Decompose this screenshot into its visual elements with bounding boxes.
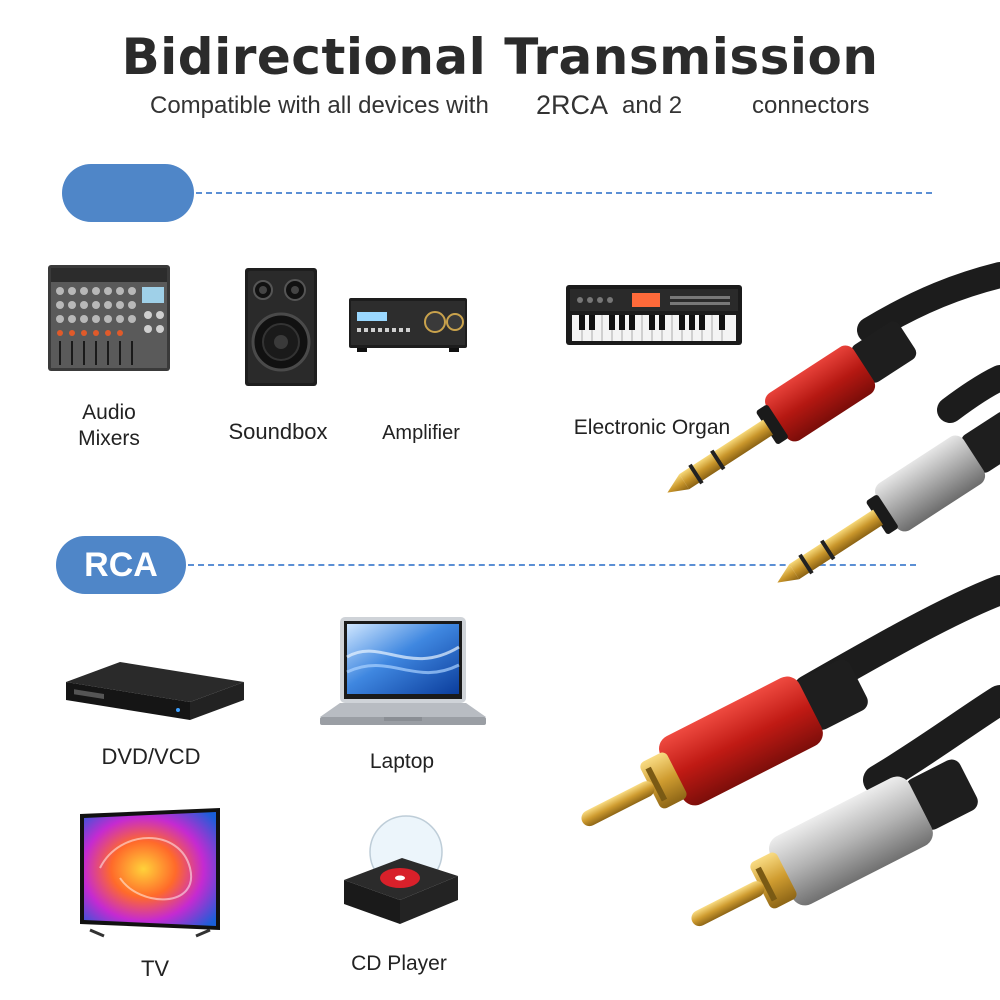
page-title: Bidirectional Transmission (121, 28, 879, 86)
keyboard-icon (566, 285, 742, 345)
device-label-cd-player: CD Player (351, 952, 447, 975)
audio-mixer-icon (48, 265, 170, 371)
device-label-line: Audio (82, 401, 136, 424)
subtitle-and: and 2 (622, 92, 683, 119)
jack-cable-icon (667, 262, 1000, 583)
dvd-player-icon (66, 662, 244, 720)
cd-player-icon (344, 815, 458, 924)
section-pill-jack (62, 164, 194, 222)
subtitle-prefix: Compatible with all devices with (150, 92, 489, 119)
soundbox-icon (245, 268, 317, 386)
device-label-laptop: Laptop (369, 750, 435, 773)
device-label-amplifier: Amplifier (382, 422, 460, 444)
section-divider-rca (188, 564, 916, 566)
device-label-soundbox: Soundbox (228, 419, 328, 444)
laptop-icon (320, 617, 486, 725)
device-label-electronic-organ: Electronic Organ (573, 416, 731, 439)
amplifier-icon (349, 298, 467, 352)
device-label-tv: TV (140, 956, 170, 981)
device-label-line: Mixers (78, 427, 140, 450)
subtitle-suffix: connectors (752, 92, 870, 119)
subtitle-rca: 2RCA (536, 90, 609, 120)
rca-cable-icon (581, 575, 1000, 927)
device-label-audio-mixers: Audio Mixers (60, 400, 158, 452)
section-pill-rca: RCA (56, 536, 186, 594)
tv-icon (80, 808, 220, 938)
section-divider-top (196, 192, 932, 194)
device-label-dvd-vcd: DVD/VCD (101, 744, 201, 769)
